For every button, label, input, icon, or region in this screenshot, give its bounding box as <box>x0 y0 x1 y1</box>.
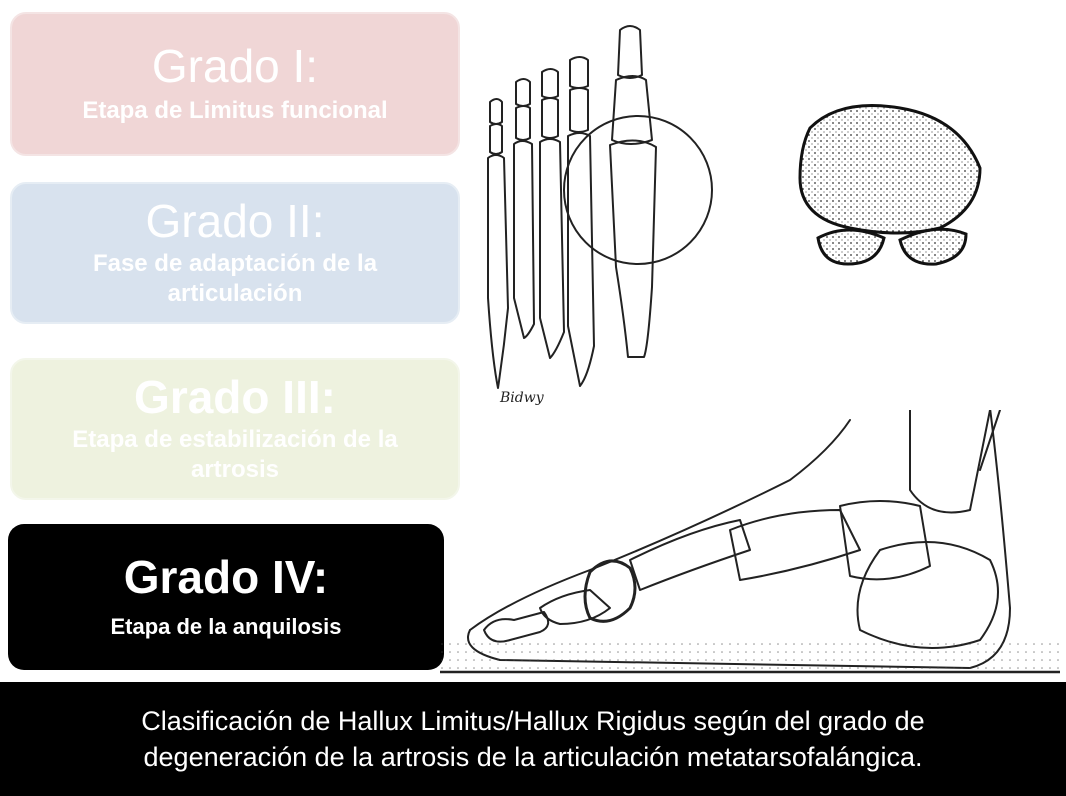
metatarsal-head-illustration <box>798 104 982 266</box>
grade-3-subtitle: Etapa de estabilización de la artrosis <box>72 426 398 484</box>
grade-1-card: Grado I: Etapa de Limitus funcional <box>10 12 460 156</box>
grade-1-subtitle: Etapa de Limitus funcional <box>82 97 388 125</box>
grade-2-title: Grado II: <box>145 194 325 247</box>
caption-line-1: Clasificación de Hallux Limitus/Hallux R… <box>141 705 925 736</box>
grade-1-title: Grado I: <box>151 39 319 92</box>
grade-4-subtitle: Etapa de la anquilosis <box>110 614 342 640</box>
grade-3-card: Grado III: Etapa de estabilización de la… <box>10 358 460 500</box>
grade-3-title: Grado III: <box>134 370 336 423</box>
lateral-foot-illustration <box>440 410 1060 674</box>
grade-2-card: Grado II: Fase de adaptación de la artic… <box>10 182 460 324</box>
caption-bar: Clasificación de Hallux Limitus/Hallux R… <box>0 682 1066 796</box>
grade-2-subtitle: Fase de adaptación de la articulación <box>92 250 378 308</box>
caption-line-2: degeneración de la artrosis de la articu… <box>143 742 923 772</box>
grade-4-card: Grado IV: Etapa de la anquilosis <box>8 524 444 670</box>
artist-signature: Bidwy <box>499 390 545 406</box>
foot-bones-illustration: Bidwy <box>487 25 713 406</box>
grade-4-title: Grado IV: <box>123 551 329 604</box>
